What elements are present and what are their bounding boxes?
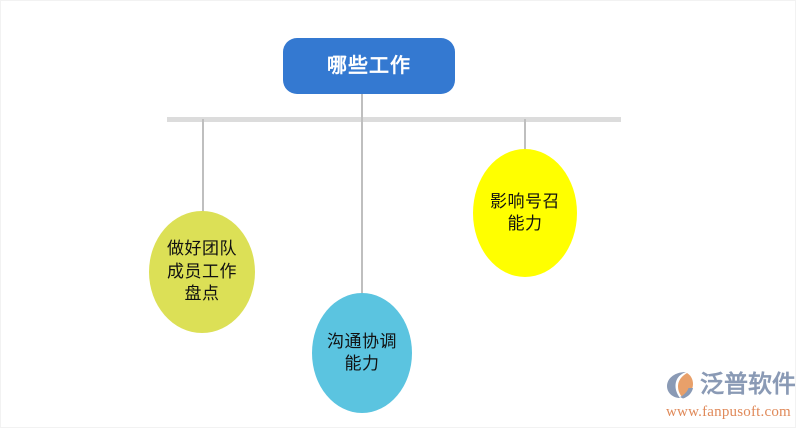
watermark-url-text: www.fanpusoft.com xyxy=(666,404,791,420)
root-node[interactable]: 哪些工作 xyxy=(283,38,455,94)
watermark-brand-text: 泛普软件 xyxy=(700,371,796,398)
branch-node-1-label: 做好团队成员工作盘点 xyxy=(167,239,237,304)
branch-node-1[interactable]: 做好团队成员工作盘点 xyxy=(149,211,255,333)
connector-branch-3 xyxy=(524,119,526,151)
branch-node-3[interactable]: 影响号召能力 xyxy=(473,149,577,277)
watermark-brand-row: 泛普软件 xyxy=(665,369,795,401)
branch-node-2-label: 沟通协调能力 xyxy=(327,331,397,373)
connector-branch-2 xyxy=(361,94,363,295)
connector-branch-1 xyxy=(202,119,204,215)
trunk-bar xyxy=(167,117,621,122)
watermark-logo: 泛普软件 www.fanpusoft.com xyxy=(665,369,795,420)
branch-node-3-label: 影响号召能力 xyxy=(490,191,560,233)
fanpu-logo-icon xyxy=(665,370,697,400)
root-node-label: 哪些工作 xyxy=(327,55,411,77)
branch-node-2[interactable]: 沟通协调能力 xyxy=(312,293,412,413)
